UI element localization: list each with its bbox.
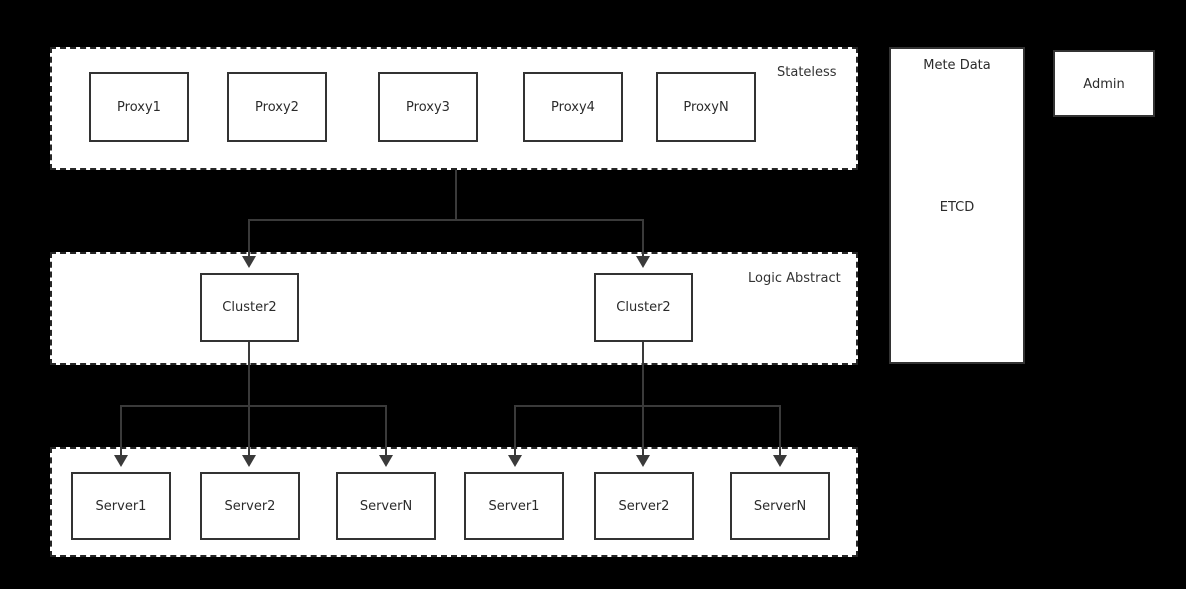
connector-stateless-bus [248, 219, 644, 221]
proxy-node-4[interactable]: Proxy4 [523, 72, 623, 142]
server-node-right-2[interactable]: Server2 [594, 472, 694, 540]
server-node-right-n[interactable]: ServerN [730, 472, 830, 540]
connector-cluster-left-trunk [248, 342, 250, 406]
meta-data-panel[interactable] [889, 47, 1025, 364]
server-node-left-1[interactable]: Server1 [71, 472, 171, 540]
arrowhead-server-left-1 [114, 455, 128, 467]
server-node-right-1[interactable]: Server1 [464, 472, 564, 540]
server-node-left-2[interactable]: Server2 [200, 472, 300, 540]
connector-cluster-right-to-server-n [779, 405, 781, 457]
arrowhead-server-right-1 [508, 455, 522, 467]
arrowhead-cluster-right [636, 256, 650, 268]
connector-stateless-to-cluster-left [248, 219, 250, 259]
arrowhead-server-right-2 [636, 455, 650, 467]
connector-cluster-right-bus [514, 405, 780, 407]
proxy-node-2[interactable]: Proxy2 [227, 72, 327, 142]
arrowhead-server-left-2 [242, 455, 256, 467]
meta-data-title: Mete Data [923, 58, 991, 73]
proxy-node-1[interactable]: Proxy1 [89, 72, 189, 142]
section-logic-abstract-label: Logic Abstract [748, 271, 841, 286]
arrowhead-server-right-n [773, 455, 787, 467]
connector-stateless-to-cluster-right [642, 219, 644, 259]
proxy-node-3[interactable]: Proxy3 [378, 72, 478, 142]
arrowhead-server-left-n [379, 455, 393, 467]
cluster-node-right[interactable]: Cluster2 [594, 273, 693, 342]
server-node-left-n[interactable]: ServerN [336, 472, 436, 540]
section-stateless-label: Stateless [777, 65, 837, 80]
connector-cluster-right-to-server-1 [514, 405, 516, 457]
connector-cluster-left-to-server-n [385, 405, 387, 457]
proxy-node-n[interactable]: ProxyN [656, 72, 756, 142]
arrowhead-cluster-left [242, 256, 256, 268]
connector-cluster-left-to-server-2 [248, 405, 250, 457]
section-servers [50, 447, 858, 557]
connector-cluster-right-to-server-2 [642, 405, 644, 457]
connector-cluster-left-to-server-1 [120, 405, 122, 457]
admin-panel[interactable] [1053, 50, 1155, 117]
connector-cluster-right-trunk [642, 342, 644, 406]
cluster-node-left[interactable]: Cluster2 [200, 273, 299, 342]
connector-cluster-left-bus [120, 405, 386, 407]
etcd-label: ETCD [939, 200, 975, 215]
admin-label: Admin [1083, 77, 1125, 92]
connector-stateless-trunk [455, 170, 457, 221]
section-logic-abstract [50, 252, 858, 365]
